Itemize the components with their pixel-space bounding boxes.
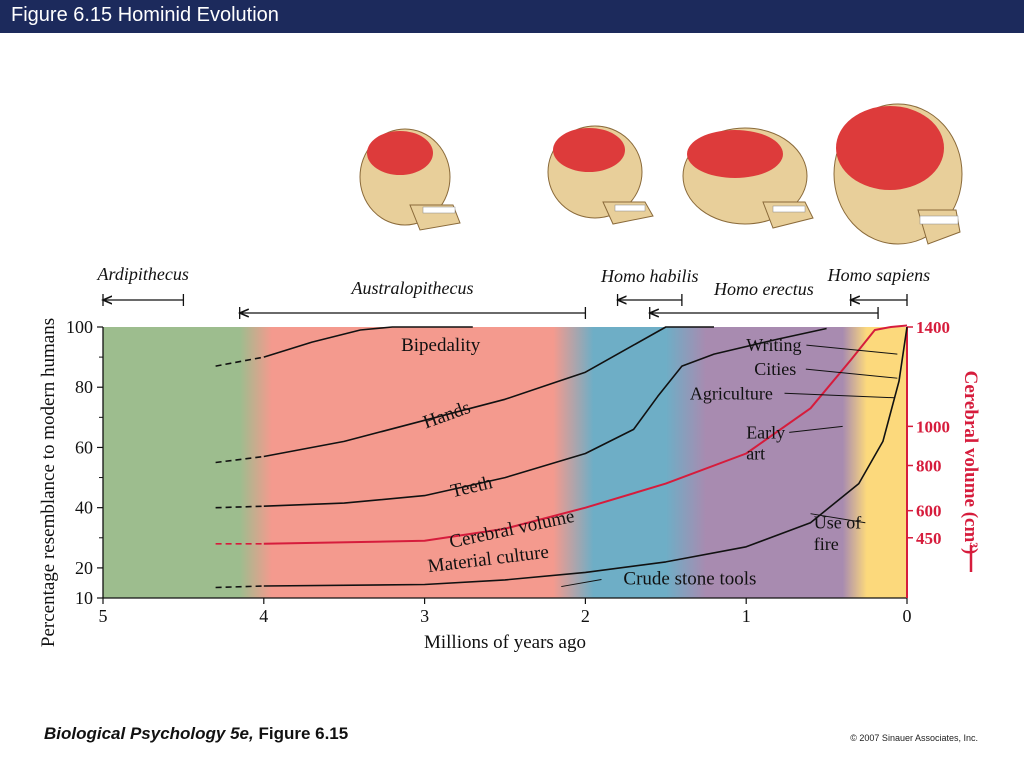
y2-tick-label: 600 xyxy=(916,502,942,521)
annotation-leader xyxy=(784,392,895,399)
copyright: © 2007 Sinauer Associates, Inc. xyxy=(850,733,978,743)
x-axis-title: Millions of years ago xyxy=(424,632,586,653)
species-label: Homo habilis xyxy=(600,266,699,286)
annotation-label: Early xyxy=(746,422,785,442)
y2-tick-label: 1400 xyxy=(916,318,950,337)
series-material-culture-line xyxy=(263,326,908,587)
x-tick-label: 3 xyxy=(420,606,429,626)
annotation-label: fire xyxy=(814,534,839,554)
annotation-leader xyxy=(810,513,866,524)
series-bipedality-dashed xyxy=(215,356,264,367)
skull-icon xyxy=(359,128,461,231)
annotation-label: art xyxy=(746,443,765,463)
x-tick-label: 2 xyxy=(581,606,590,626)
title-bar: Figure 6.15 Hominid Evolution xyxy=(0,0,1024,33)
series-cerebral-volume-line xyxy=(263,324,908,545)
y2-tick-label: 1000 xyxy=(916,417,950,436)
x-tick-label: 1 xyxy=(742,606,751,626)
annotation-label: Writing xyxy=(746,335,801,355)
series-lines xyxy=(215,324,908,589)
series-hands-line xyxy=(263,326,714,458)
x-tick-label: 0 xyxy=(903,606,912,626)
y-tick-label: 20 xyxy=(75,558,93,578)
y2-axis-title: Cerebral volume (cm³) xyxy=(960,371,981,555)
annotation-leader xyxy=(806,344,898,355)
annotation-label: Agriculture xyxy=(690,383,773,403)
series-teeth-line xyxy=(263,327,827,507)
y2-tick-label: 800 xyxy=(916,457,942,476)
stone-tools-leader xyxy=(561,578,602,588)
era-color-bands xyxy=(103,327,907,598)
series-material-culture-dashed xyxy=(215,585,264,589)
y2-tick-label: 450 xyxy=(916,529,942,548)
curve-label: Crude stone tools xyxy=(623,568,756,589)
species-label: Australopithecus xyxy=(351,278,474,298)
annotation-label: Cities xyxy=(754,359,796,379)
annotation-leader xyxy=(789,425,843,433)
y-tick-label: 100 xyxy=(66,317,93,337)
figure-ref: Figure 6.15 xyxy=(253,724,349,743)
book-title: Biological Psychology 5e, xyxy=(44,724,254,743)
y-tick-label: 10 xyxy=(75,588,93,608)
x-tick-label: 5 xyxy=(99,606,108,626)
species-label: Ardipithecus xyxy=(97,264,189,284)
page-title: Figure 6.15 Hominid Evolution xyxy=(11,4,279,26)
skull-icon xyxy=(682,127,814,229)
y-tick-label: 80 xyxy=(75,377,93,397)
curve-label: Bipedality xyxy=(401,335,481,356)
species-label: Homo sapiens xyxy=(827,265,931,285)
annotation-label: Use of xyxy=(814,513,862,533)
skull-icon xyxy=(547,125,654,225)
x-tick-label: 4 xyxy=(259,606,268,626)
skull-illustrations xyxy=(359,103,963,245)
y-tick-label: 40 xyxy=(75,498,93,518)
series-teeth-dashed xyxy=(215,505,264,509)
skull-icon xyxy=(833,103,963,245)
y-axis-title: Percentage resemblance to modern humans xyxy=(38,318,59,647)
series-hands-dashed xyxy=(215,455,264,464)
y-tick-label: 60 xyxy=(75,437,93,457)
species-label: Homo erectus xyxy=(713,279,814,299)
series-bipedality-line xyxy=(263,326,473,358)
footer-citation: Biological Psychology 5e, Figure 6.15 xyxy=(44,724,348,744)
annotation-leader xyxy=(805,368,898,379)
